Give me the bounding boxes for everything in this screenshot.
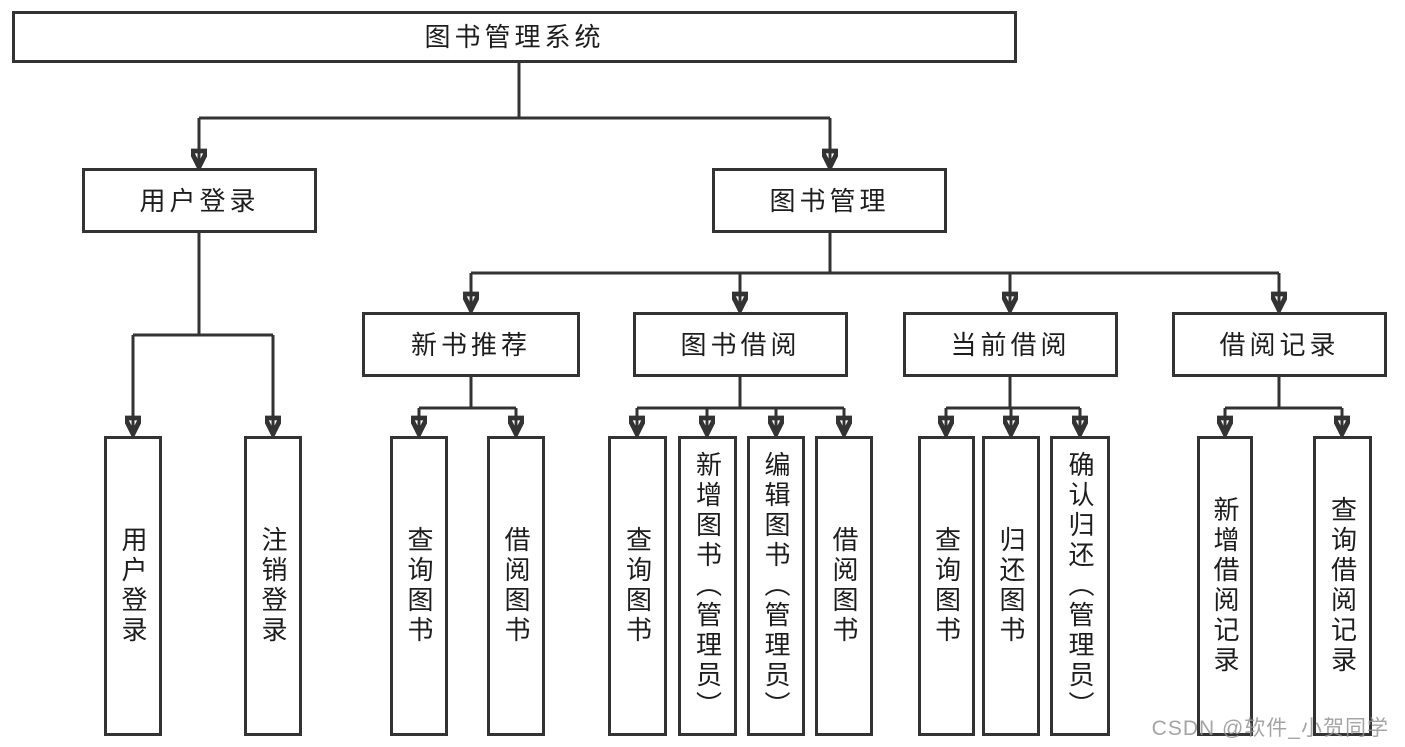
leaf-query-books-2: 查询图书: [608, 436, 667, 736]
node-new-book-recommend: 新书推荐: [362, 312, 580, 377]
node-label: 图书管理系统: [424, 22, 605, 52]
node-label: 借阅图书: [829, 526, 859, 646]
node-label: 查询图书: [404, 526, 434, 646]
node-label: 借阅记录: [1219, 329, 1340, 360]
node-label: 确认归还（管理员）: [1065, 451, 1095, 721]
node-book-borrow: 图书借阅: [633, 312, 848, 377]
leaf-query-books-1: 查询图书: [390, 436, 448, 736]
node-label: 注销登录: [258, 526, 288, 646]
leaf-user-login: 用户登录: [104, 436, 162, 736]
node-library-system: 图书管理系统: [12, 11, 1017, 63]
node-label: 查询图书: [931, 526, 962, 646]
node-label: 归还图书: [996, 526, 1026, 646]
leaf-query-books-3: 查询图书: [918, 436, 975, 736]
node-label: 查询借阅记录: [1327, 496, 1358, 676]
node-label: 新增图书（管理员）: [692, 451, 723, 721]
node-label: 图书管理: [769, 185, 890, 216]
node-label: 图书借阅: [680, 329, 801, 360]
node-borrow-record: 借阅记录: [1172, 312, 1387, 377]
leaf-add-book-admin: 新增图书（管理员）: [678, 436, 737, 736]
node-label: 借阅图书: [501, 526, 531, 646]
node-current-borrow: 当前借阅: [903, 312, 1118, 377]
node-label: 用户登录: [118, 526, 148, 646]
node-label: 当前借阅: [950, 329, 1071, 360]
leaf-return-book: 归还图书: [982, 436, 1040, 736]
leaf-logout: 注销登录: [244, 436, 302, 736]
node-label: 编辑图书（管理员）: [761, 451, 791, 721]
csdn-watermark: CSDN @软件_小贺同学: [1151, 717, 1389, 740]
node-book-management: 图书管理: [712, 168, 947, 233]
node-label: 新增借阅记录: [1210, 496, 1240, 676]
leaf-borrow-books-2: 借阅图书: [815, 436, 873, 736]
leaf-add-borrow-record: 新增借阅记录: [1197, 436, 1253, 736]
node-label: 新书推荐: [410, 329, 531, 360]
node-label: 查询图书: [622, 526, 653, 646]
node-user-login: 用户登录: [82, 168, 317, 233]
leaf-confirm-return-admin: 确认归还（管理员）: [1050, 436, 1110, 736]
leaf-query-borrow-record: 查询借阅记录: [1313, 436, 1372, 736]
leaf-borrow-books-1: 借阅图书: [487, 436, 545, 736]
leaf-edit-book-admin: 编辑图书（管理员）: [747, 436, 805, 736]
node-label: 用户登录: [139, 185, 260, 216]
